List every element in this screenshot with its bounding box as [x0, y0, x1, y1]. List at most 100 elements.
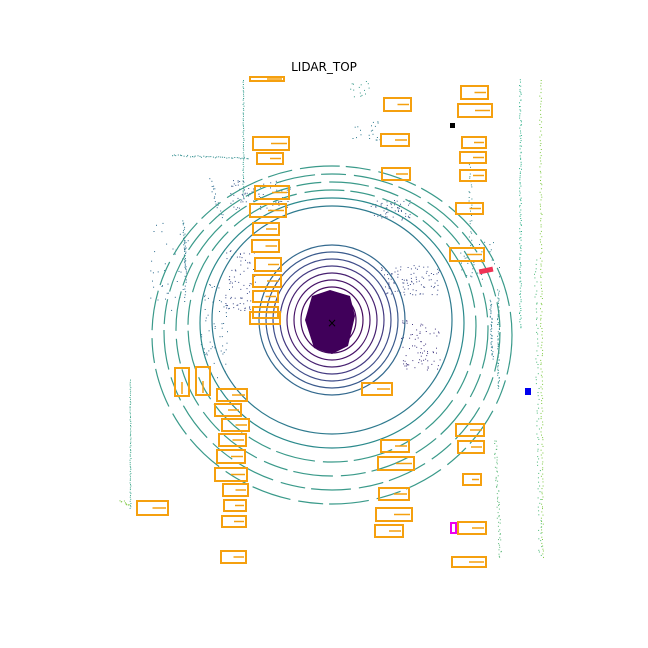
- lidar-point: [222, 156, 224, 158]
- lidar-point: [434, 282, 436, 284]
- lidar-point: [232, 200, 234, 202]
- lidar-point: [183, 236, 185, 238]
- lidar-point: [258, 193, 260, 195]
- lidar-point: [217, 377, 218, 379]
- lidar-point: [540, 149, 542, 150]
- lidar-point: [242, 180, 244, 182]
- lidar-point: [491, 341, 493, 343]
- lidar-point: [519, 102, 520, 104]
- lidar-point: [412, 294, 414, 296]
- lidar-point: [242, 118, 244, 120]
- lidar-point: [370, 205, 372, 207]
- lidar-point: [491, 353, 493, 355]
- lidar-point: [519, 106, 520, 108]
- lidar-point: [497, 346, 499, 347]
- lidar-point: [423, 359, 425, 361]
- lidar-point: [497, 372, 499, 374]
- lidar-point: [222, 353, 224, 355]
- lidar-point: [471, 220, 473, 222]
- lidar-point: [497, 365, 499, 367]
- lidar-point: [251, 283, 253, 285]
- lidar-point: [520, 85, 522, 87]
- lidar-point: [540, 523, 542, 525]
- vehicle-box: [254, 185, 290, 200]
- lidar-point: [233, 206, 235, 208]
- lidar-point: [130, 476, 131, 478]
- lidar-point: [472, 268, 474, 270]
- lidar-point: [540, 540, 542, 542]
- lidar-point: [177, 154, 179, 156]
- vehicle-box: [249, 76, 285, 82]
- lidar-point: [497, 381, 499, 383]
- barrier-red: [478, 266, 494, 275]
- lidar-point: [497, 322, 499, 324]
- lidar-point: [470, 275, 472, 277]
- lidar-point: [417, 337, 419, 339]
- lidar-point: [237, 184, 239, 186]
- lidar-point: [181, 155, 183, 157]
- lidar-point: [541, 260, 543, 262]
- lidar-point: [151, 260, 153, 262]
- lidar-point: [496, 493, 498, 495]
- lidar-point: [439, 359, 441, 361]
- lidar-point: [222, 345, 224, 347]
- lidar-point: [541, 293, 543, 295]
- lidar-point: [237, 197, 239, 199]
- lidar-point: [360, 84, 362, 86]
- lidar-point: [542, 397, 544, 399]
- lidar-point: [463, 255, 465, 257]
- lidar-point: [498, 549, 500, 551]
- lidar-point: [471, 198, 473, 200]
- lidar-point: [185, 260, 187, 262]
- lidar-point: [519, 243, 521, 245]
- lidar-point: [230, 296, 232, 298]
- vehicle-box: [461, 136, 487, 149]
- vehicle-box: [214, 403, 242, 417]
- lidar-point: [519, 142, 521, 143]
- lidar-point: [402, 360, 404, 362]
- lidar-point: [541, 328, 543, 329]
- lidar-point: [376, 139, 378, 141]
- lidar-point: [130, 415, 131, 417]
- lidar-point: [225, 305, 227, 307]
- lidar-point: [537, 403, 539, 405]
- lidar-point: [436, 347, 437, 349]
- lidar-point: [540, 92, 542, 94]
- lidar-point: [165, 298, 166, 300]
- lidar-point: [537, 373, 539, 375]
- lidar-point: [497, 525, 499, 527]
- lidar-point: [397, 290, 399, 292]
- lidar-point: [520, 285, 522, 287]
- lidar-point: [383, 210, 385, 212]
- lidar-point: [499, 522, 501, 524]
- lidar-point: [541, 251, 543, 253]
- lidar-point: [541, 511, 543, 513]
- lidar-point: [428, 279, 430, 281]
- lidar-point: [519, 294, 521, 295]
- lidar-point: [225, 303, 227, 304]
- lidar-point: [229, 276, 231, 278]
- lidar-point: [492, 356, 494, 358]
- lidar-point: [386, 207, 388, 209]
- lidar-point: [242, 161, 244, 163]
- lidar-point: [381, 267, 383, 269]
- lidar-point: [351, 83, 353, 85]
- lidar-point: [418, 280, 420, 282]
- lidar-point: [407, 288, 409, 290]
- lidar-point: [498, 385, 500, 387]
- lidar-point: [129, 454, 131, 456]
- lidar-point: [542, 523, 544, 525]
- lidar-point: [397, 209, 399, 211]
- lidar-point: [427, 367, 429, 369]
- lidar-point: [521, 231, 522, 232]
- lidar-point: [184, 248, 185, 250]
- lidar-point: [123, 500, 125, 502]
- lidar-point: [540, 418, 542, 420]
- lidar-point: [471, 272, 473, 274]
- lidar-point: [537, 506, 539, 508]
- lidar-point: [238, 207, 240, 209]
- lidar-point: [129, 381, 131, 383]
- lidar-point: [130, 422, 132, 424]
- vehicle-box: [460, 85, 489, 100]
- lidar-point: [540, 263, 542, 265]
